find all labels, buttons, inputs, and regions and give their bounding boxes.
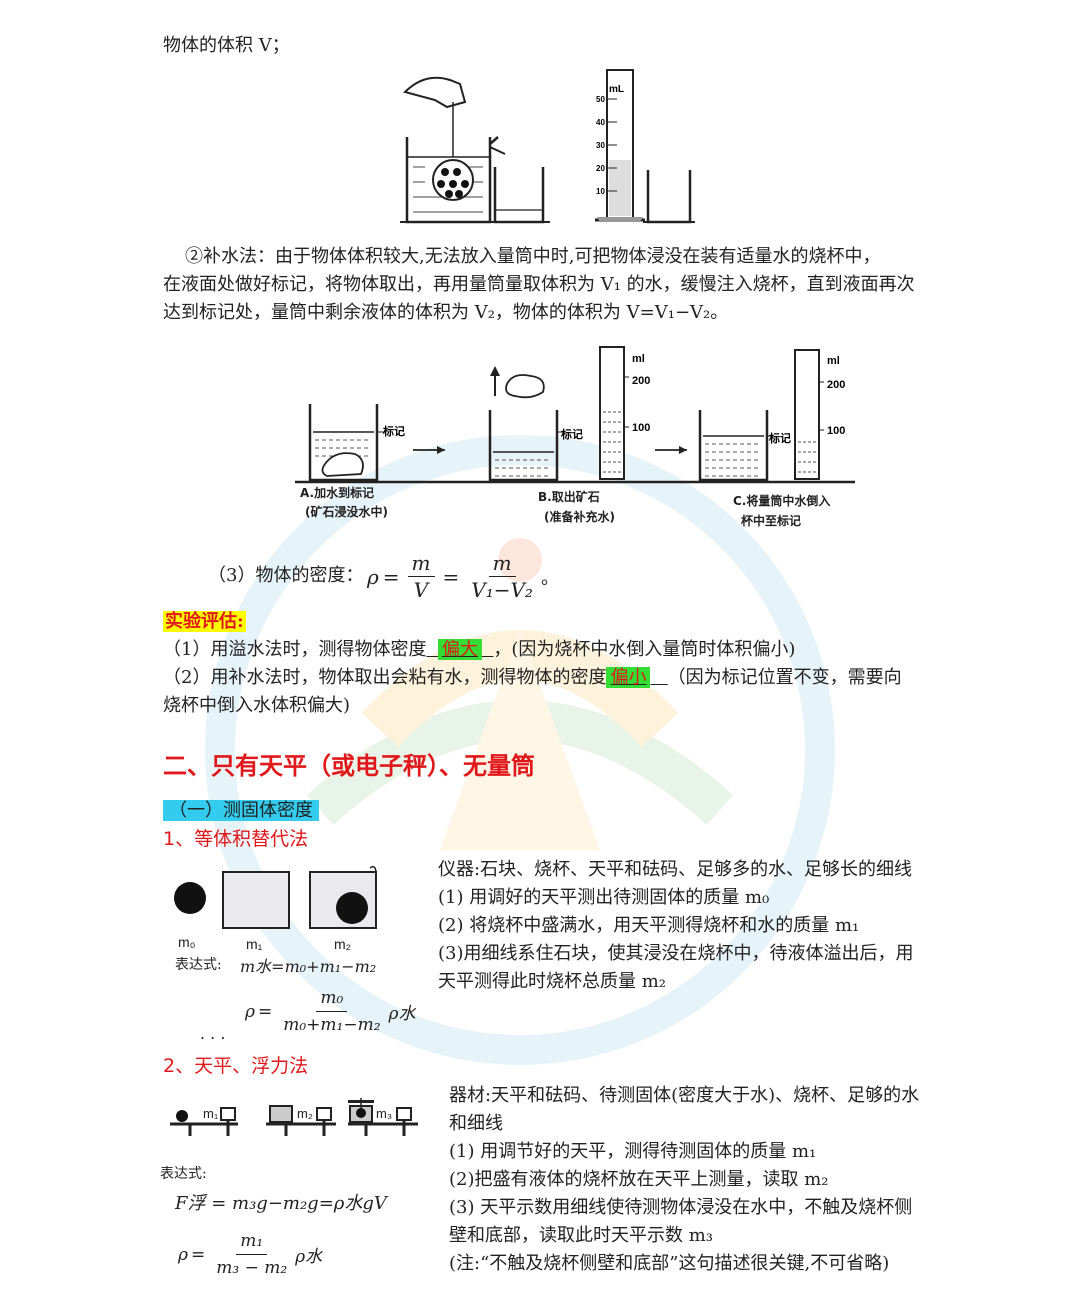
m1-line-2: (1) 用调好的天平测出待测固体的质量 m₀: [438, 887, 770, 908]
tick-label: 200: [827, 379, 845, 391]
tick-label: 50: [596, 95, 605, 104]
caption-c2: 杯中至标记: [741, 514, 802, 528]
rho-symbol: ρ: [367, 564, 379, 589]
item2-answer: 偏小: [606, 667, 651, 688]
balance-label-m2: m₂: [297, 1106, 313, 1121]
numerator: m₀: [316, 985, 348, 1012]
caption-a1: A.加水到标记: [300, 486, 375, 500]
equals-sign: =: [258, 1001, 273, 1022]
label-m2: m₂: [334, 936, 352, 952]
density-formula: ρ = m V = m V₁−V₂ 。: [367, 550, 559, 603]
evaluation-heading: 实验评估:: [163, 608, 246, 636]
item2-text: （2）用补水法时，物体取出会粘有水，测得物体的密度: [163, 667, 607, 688]
m2-expr-label: 表达式:: [160, 1166, 207, 1182]
denominator: m₃ − m₂: [216, 1258, 288, 1278]
rho-water: ρ水: [388, 1004, 416, 1024]
caption-b2: (准备补充水): [544, 510, 615, 524]
m1-expr-label: 表达式:: [175, 957, 222, 973]
item1-answer: 偏大: [437, 639, 482, 660]
m1-rho-formula: ρ = m₀ m₀+m₁−m₂ ρ水: [245, 985, 416, 1038]
method2-line1: ②补水法：由于物体体积较大,无法放入量筒中时,可把物体浸没在装有适量水的烧杯中，: [185, 246, 881, 267]
balance-label-m3: m₃: [376, 1106, 393, 1121]
m2-fraction: m₁ m₃ − m₂: [212, 1228, 291, 1281]
cylinder-unit: ml: [632, 353, 645, 365]
m2-rho-formula: ρ = m₁ m₃ − m₂ ρ水: [178, 1228, 322, 1281]
denominator: m₀+m₁−m₂: [283, 1015, 381, 1035]
m1-line-4: (3)用细线系住石块，使其浸没在烧杯中，待液体溢出后，用: [438, 943, 914, 964]
tick-label: 30: [596, 141, 605, 150]
cylinder-unit: ml: [827, 355, 840, 367]
evaluation-item2: （2）用补水法时，物体取出会粘有水，测得物体的密度偏小 （因为标记位置不变，需要…: [163, 664, 902, 692]
tick-label: 100: [632, 422, 650, 434]
method2-line2: 在液面处做好标记，将物体取出，再用量筒量取体积为 V₁ 的水，缓慢注入烧杯，直到…: [163, 274, 915, 295]
tick-label: 100: [827, 425, 845, 437]
balance-figure: [170, 1098, 418, 1136]
section2-title: 二、只有天平（或电子秤）、无量筒: [163, 752, 535, 780]
refill-method-figure: 标记 标记 ml 200 100 标记: [295, 346, 855, 484]
rho-symbol: ρ: [178, 1244, 188, 1265]
balance-label-m1: m₁: [203, 1106, 219, 1121]
caption-c1: C.将量筒中水倒入: [733, 494, 831, 508]
sub1-title: （一）测固体密度: [163, 800, 319, 821]
equals-sign: =: [442, 564, 460, 589]
rho-water: ρ水: [295, 1247, 323, 1267]
fraction-m-over-v1v2: m V₁−V₂: [467, 550, 537, 603]
rho-symbol: ρ: [245, 1001, 255, 1022]
label-m0: m₀: [178, 934, 196, 950]
m2-line-1: 器材:天平和砝码、待测固体(密度大于水)、烧杯、足够的水: [449, 1085, 920, 1106]
m1-dots: . . .: [200, 1024, 226, 1043]
method1-title: 1、等体积替代法: [163, 828, 309, 850]
label-m1: m₁: [246, 936, 263, 952]
evaluation-item1: （1）用溢水法时，测得物体密度 偏大 ，(因为烧杯中水倒入量筒时体积偏小): [163, 636, 795, 664]
cylinder-unit: mL: [609, 84, 624, 95]
tick-label: 40: [596, 118, 605, 127]
item1-text: （1）用溢水法时，测得物体密度: [163, 639, 427, 660]
mark-label: 标记: [768, 431, 791, 445]
equals-sign: =: [191, 1244, 206, 1265]
m1-line-3: (2) 将烧杯中盛满水，用天平测得烧杯和水的质量 m₁: [438, 915, 860, 936]
m2-line-6: 壁和底部，读取此时天平示数 m₃: [449, 1225, 714, 1246]
m2-line-2: 和细线: [449, 1113, 503, 1134]
denominator: V₁−V₂: [471, 578, 533, 602]
period: 。: [540, 567, 559, 589]
tick-label: 200: [632, 375, 650, 387]
evaluation-item2-cont: 烧杯中倒入水体积偏大): [163, 695, 351, 716]
m1-line-1: 仪器:石块、烧杯、天平和砝码、足够多的水、足够长的细线: [438, 859, 913, 880]
numerator: m₁: [236, 1228, 268, 1255]
volume-label: 物体的体积 V；: [163, 35, 290, 56]
m1-expr-water-mass: m水=m₀+m₁−m₂: [240, 957, 377, 976]
fraction-m-over-v: m V: [407, 550, 435, 603]
m2-buoyancy-expr: F浮 = m₃g−m₂g=ρ水gV: [175, 1193, 387, 1214]
m1-fraction: m₀ m₀+m₁−m₂: [279, 985, 384, 1038]
method2-line3: 达到标记处，量筒中剩余液体的体积为 V₂，物体的体积为 V=V₁−V₂。: [163, 302, 729, 323]
m2-line-7: (注:“不触及烧杯侧壁和底部”这句描述很关键,不可省略): [449, 1253, 890, 1274]
method2-title: 2、天平、浮力法: [163, 1055, 309, 1077]
item1-reason: ，(因为烧杯中水倒入量筒时体积偏小): [493, 639, 796, 660]
m1-line-5: 天平测得此时烧杯总质量 m₂: [438, 971, 667, 992]
equals-sign: =: [382, 564, 400, 589]
m2-line-4: (2)把盛有液体的烧杯放在天平上测量，读取 m₂: [449, 1169, 829, 1190]
mark-label: 标记: [382, 424, 405, 438]
caption-a2: (矿石浸没水中): [305, 505, 388, 519]
density-prefix: （3）物体的密度：: [208, 565, 364, 586]
mark-label: 标记: [560, 427, 583, 441]
denominator: V: [413, 578, 429, 602]
m2-line-3: (1) 用调节好的天平，测得待测固体的质量 m₁: [449, 1141, 817, 1162]
evaluation-title: 实验评估:: [163, 611, 246, 632]
tick-label: 20: [596, 164, 605, 173]
tick-label: 10: [596, 187, 605, 196]
item2-reason: （因为标记位置不变，需要向: [667, 667, 902, 688]
sub1-heading: （一）测固体密度: [163, 797, 319, 825]
numerator: m: [407, 550, 435, 577]
overflow-method-figure: mL 50 40 30 20 10: [400, 69, 695, 224]
equal-volume-figure: [174, 865, 377, 929]
m2-line-5: (3) 天平示数用细线使待测物体浸没在水中，不触及烧杯侧: [449, 1197, 913, 1218]
numerator: m: [488, 550, 516, 577]
caption-b1: B.取出矿石: [538, 490, 600, 504]
